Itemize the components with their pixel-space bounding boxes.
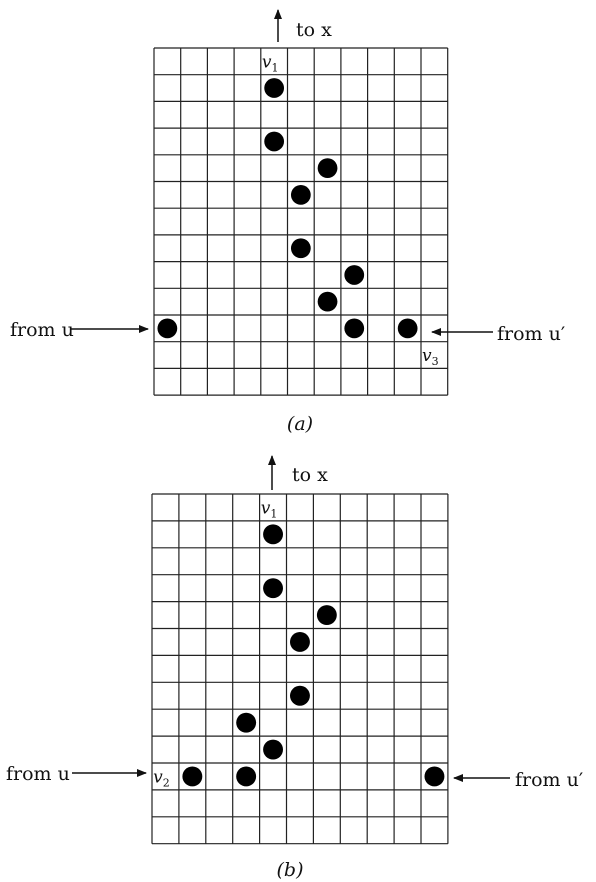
token-dot (316, 605, 337, 626)
panel-a-left-label: from u (10, 319, 74, 341)
panel-a-right-label-text: from u′ (497, 323, 565, 345)
panel-b-left-label: from u (6, 763, 70, 785)
panel-b: v1 v2 to x from u from u′ (b) (6, 455, 583, 881)
panel-a: v1 v3 to x from u from u′ (a) (10, 9, 565, 435)
token-dot (157, 318, 178, 339)
cell-label: v3 (422, 346, 439, 368)
token-dot (317, 158, 338, 179)
cell-label: v2 (153, 767, 170, 789)
panel-b-caption-text: (b) (277, 859, 304, 881)
panel-a-top-label-text: to x (296, 19, 332, 41)
panel-a-top-label: to x (296, 19, 332, 41)
token-dot (317, 291, 338, 312)
panel-b-grid (151, 493, 449, 845)
panel-b-top-label: to x (292, 464, 328, 486)
panel-b-left-label-text: from u (6, 763, 70, 785)
token-dot (397, 318, 418, 339)
panel-b-tokens: v1 v2 (153, 498, 445, 789)
token-dot (264, 78, 285, 98)
token-dot (263, 524, 284, 545)
cell-label: v1 (261, 498, 278, 520)
panel-a-caption: (a) (287, 413, 313, 435)
panel-b-top-label-text: to x (292, 464, 328, 486)
panel-a-caption-text: (a) (287, 413, 313, 435)
token-dot (263, 739, 284, 760)
token-dot (263, 578, 284, 599)
token-dot (289, 685, 310, 706)
panel-a-left-label-text: from u (10, 319, 74, 341)
token-dot (264, 131, 285, 152)
token-dot (290, 184, 311, 205)
token-dot (424, 766, 445, 787)
panel-a-right-label: from u′ (497, 323, 565, 345)
panel-b-right-label: from u′ (515, 769, 583, 791)
panel-b-right-label-text: from u′ (515, 769, 583, 791)
token-dot (236, 766, 257, 787)
panel-a-tokens: v1 v3 (157, 52, 439, 368)
panel-a-grid (153, 47, 449, 396)
token-dot (344, 318, 365, 339)
cell-label: v1 (262, 52, 279, 74)
token-dot (236, 712, 257, 733)
panel-b-caption: (b) (277, 859, 304, 881)
token-dot (290, 238, 311, 259)
token-dot (289, 631, 310, 652)
token-dot (344, 265, 365, 285)
token-dot (182, 766, 203, 787)
